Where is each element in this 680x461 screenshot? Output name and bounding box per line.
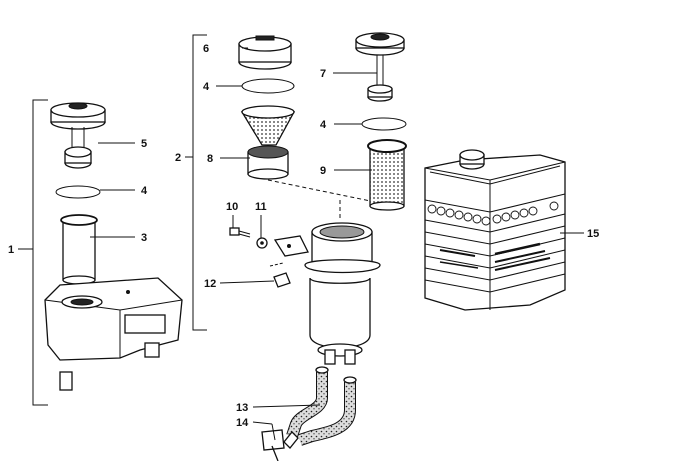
callout-7: 7: [320, 68, 326, 80]
callout-6: 6: [203, 43, 209, 55]
group2-strainer: [240, 105, 296, 180]
can-circle-band: [424, 193, 566, 233]
bolt: [229, 227, 251, 238]
callout-2: 2: [175, 152, 181, 164]
group3-gasket: [361, 117, 407, 131]
fluid-can: [424, 149, 566, 311]
group1-cap: [50, 102, 106, 169]
washer: [256, 237, 268, 249]
callout-10: 10: [226, 201, 238, 213]
callout-1: 1: [8, 244, 14, 256]
callout-5: 5: [141, 138, 147, 150]
callout-4b: 4: [203, 81, 210, 93]
group1-gasket: [55, 185, 101, 199]
callout-11: 11: [255, 201, 267, 213]
group2-cap: [238, 35, 292, 70]
hose-clamp: [261, 429, 299, 461]
group-1-bracket: [18, 99, 48, 406]
group1-reservoir: [44, 277, 183, 391]
callout-3: 3: [141, 232, 147, 244]
callout-9: 9: [320, 165, 326, 177]
callout-4a: 4: [141, 185, 148, 197]
group1-filter: [60, 214, 98, 285]
callout-14: 14: [236, 417, 249, 429]
callout-12: 12: [204, 278, 216, 290]
callout-4c: 4: [320, 119, 327, 131]
leader-lines: [90, 47, 584, 441]
group2-gasket: [241, 78, 295, 94]
group-2-bracket: [185, 34, 207, 331]
hose-14: [298, 376, 357, 446]
can-label-stripes: [424, 225, 566, 293]
callout-8: 8: [207, 153, 213, 165]
group2-reservoir: [273, 222, 381, 365]
hose-13: [286, 366, 329, 438]
group3-cap: [355, 32, 405, 102]
group3-filter: [367, 139, 407, 211]
callout-15: 15: [587, 228, 599, 240]
grommet: [269, 262, 291, 288]
callout-13: 13: [236, 402, 248, 414]
